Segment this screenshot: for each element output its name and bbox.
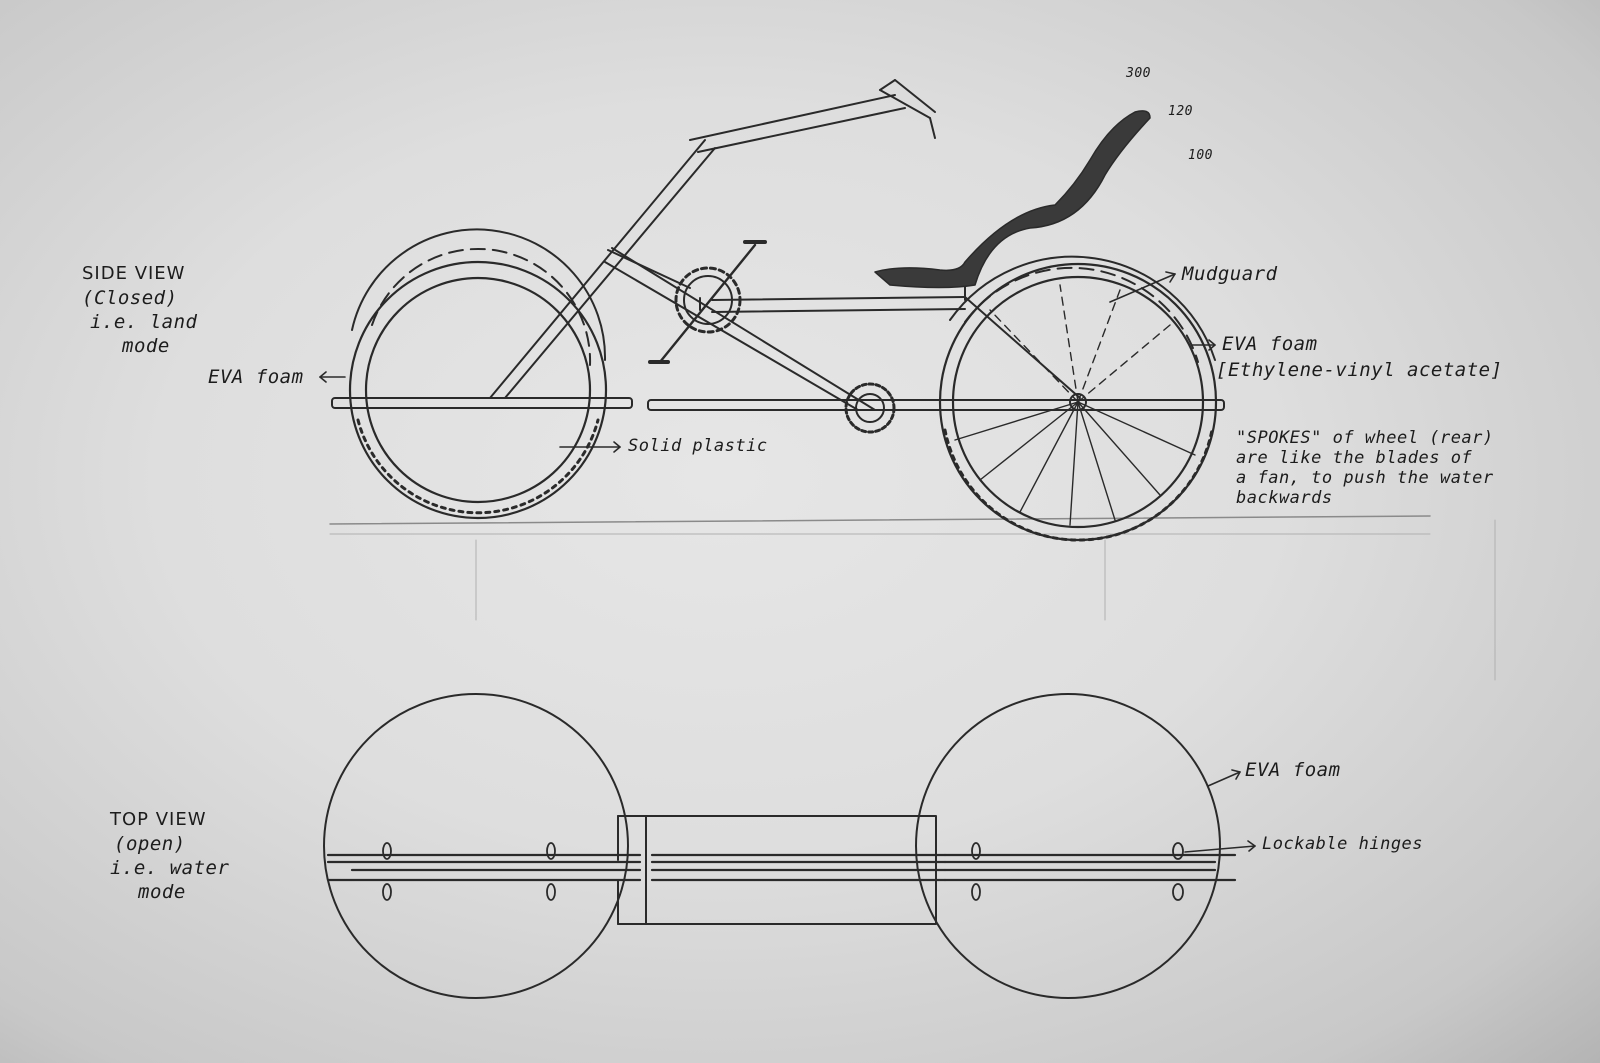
ground-line [329,515,1431,525]
top-view-caption: TOP VIEW (open) i.e. water mode [110,808,229,904]
top-view-drawing [323,693,1256,999]
side-view-drawing [319,79,1496,681]
spokes-note-line1: "SPOKES" of wheel (rear) [1236,428,1494,448]
label-solid-plastic: Solid plastic [628,436,768,456]
label-eva-foam-rear: EVA foam [1222,333,1318,355]
label-eva-foam-front: EVA foam [208,366,304,388]
top-view-title: TOP VIEW [110,809,207,830]
side-view-caption: SIDE VIEW (Closed) i.e. land mode [82,262,197,358]
spokes-note-line3: a fan, to push the water [1236,468,1494,488]
side-view-state: (Closed) [82,287,178,309]
top-view-mode-line2: mode [138,881,186,903]
top-view-arrows [1184,769,1256,853]
frame-bars [326,853,1237,882]
spokes-note-line2: are like the blades of [1236,448,1473,468]
chainring [648,240,767,364]
spokes-note-line4: backwards [1236,488,1333,508]
label-lockable-hinges: Lockable hinges [1262,834,1424,854]
hinges [382,842,1184,901]
arrow-hinges [1184,845,1256,853]
sprocket [844,382,896,434]
rear-wheel [938,255,1218,542]
label-eva-foam-top: EVA foam [1245,759,1341,781]
label-mudguard: Mudguard [1182,263,1278,285]
recumbent-seat [874,110,1151,289]
seat-mark-1: 300 [1126,66,1151,81]
label-eva-full-name: [Ethylene-vinyl acetate] [1216,359,1503,381]
side-view-title: SIDE VIEW [82,263,186,284]
side-view-mode-line2: mode [122,335,170,357]
arrow-eva-top [1207,771,1241,787]
seat-mark-2: 120 [1168,104,1193,119]
front-wheel [348,228,608,520]
side-view-arrows [319,271,1216,453]
right-float [915,693,1221,999]
rear-eva-plate [647,399,1225,411]
arrow-mudguard [1109,273,1176,303]
bike-frame [489,79,1081,411]
left-float [323,693,629,999]
seat-mark-3: 100 [1188,148,1213,163]
front-eva-plate [331,397,633,409]
side-view-mode-line1: i.e. land [90,311,198,333]
top-view-mode-line1: i.e. water [110,857,230,879]
top-view-state: (open) [114,833,186,855]
spokes-note: "SPOKES" of wheel (rear) are like the bl… [1236,428,1494,508]
